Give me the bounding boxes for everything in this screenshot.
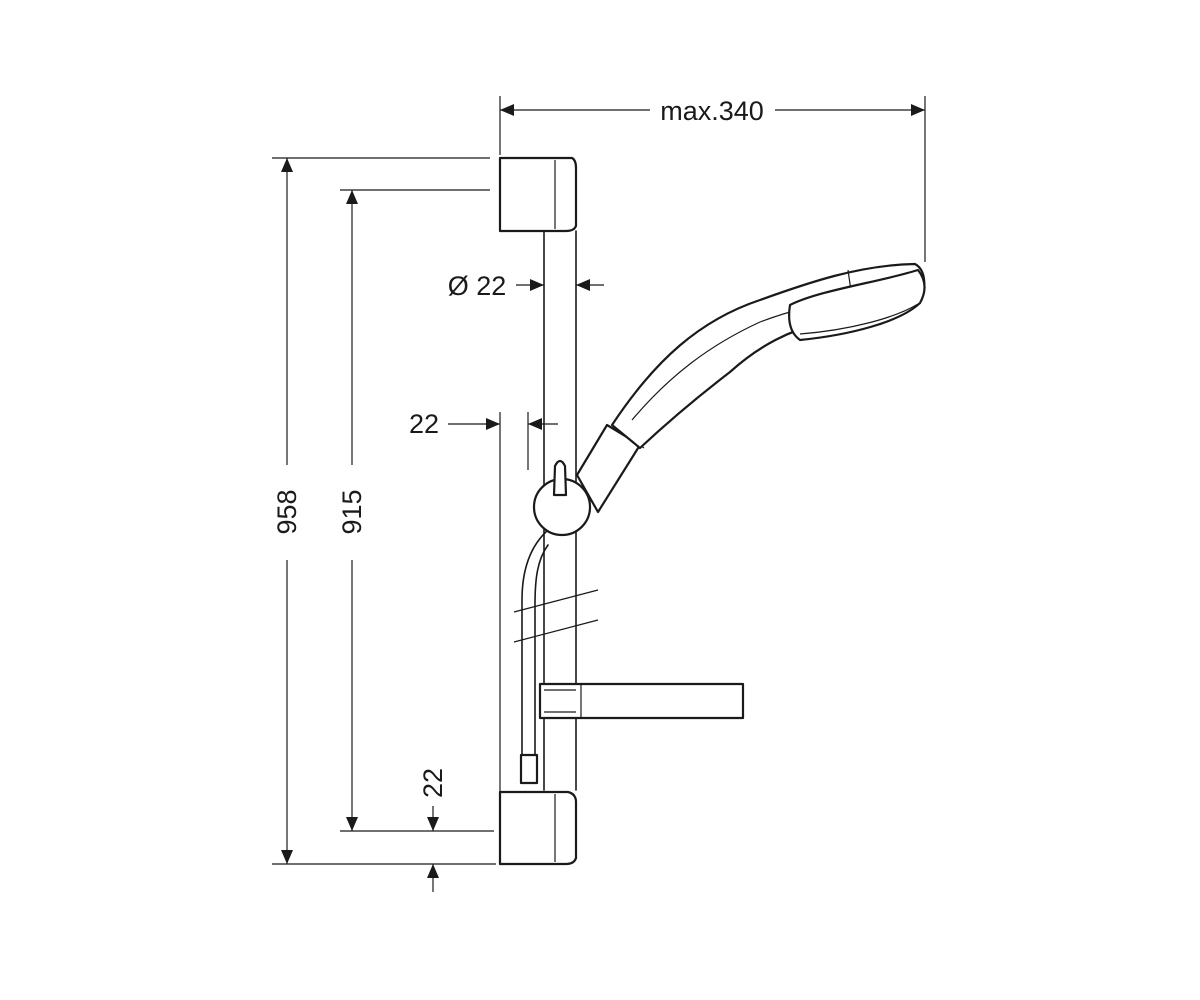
dimension-rail-diameter: Ø 22 (448, 271, 604, 301)
soap-dish (538, 682, 745, 720)
hand-shower (575, 262, 926, 514)
slider-holder (532, 459, 592, 537)
bottom-bracket (498, 790, 578, 866)
rail-diameter-label: Ø 22 (448, 271, 507, 301)
dimension-rail-length: 915 (337, 189, 494, 832)
dimension-lines: max.340 Ø 22 22 958 (272, 96, 926, 892)
max-projection-label: max.340 (660, 96, 764, 126)
dimension-overall-height: 958 (272, 157, 496, 865)
rail-length-label: 915 (337, 489, 367, 534)
shower-set (498, 156, 926, 866)
dimension-bottom-offset: 22 (418, 768, 448, 892)
dimension-rail-offset: 22 (409, 409, 558, 792)
top-bracket (498, 156, 578, 233)
overall-height-label: 958 (272, 489, 302, 534)
shower-hose (513, 529, 599, 785)
rail-offset-label: 22 (409, 409, 439, 439)
bottom-offset-label: 22 (418, 768, 448, 798)
dimension-max-projection: max.340 (499, 96, 926, 262)
